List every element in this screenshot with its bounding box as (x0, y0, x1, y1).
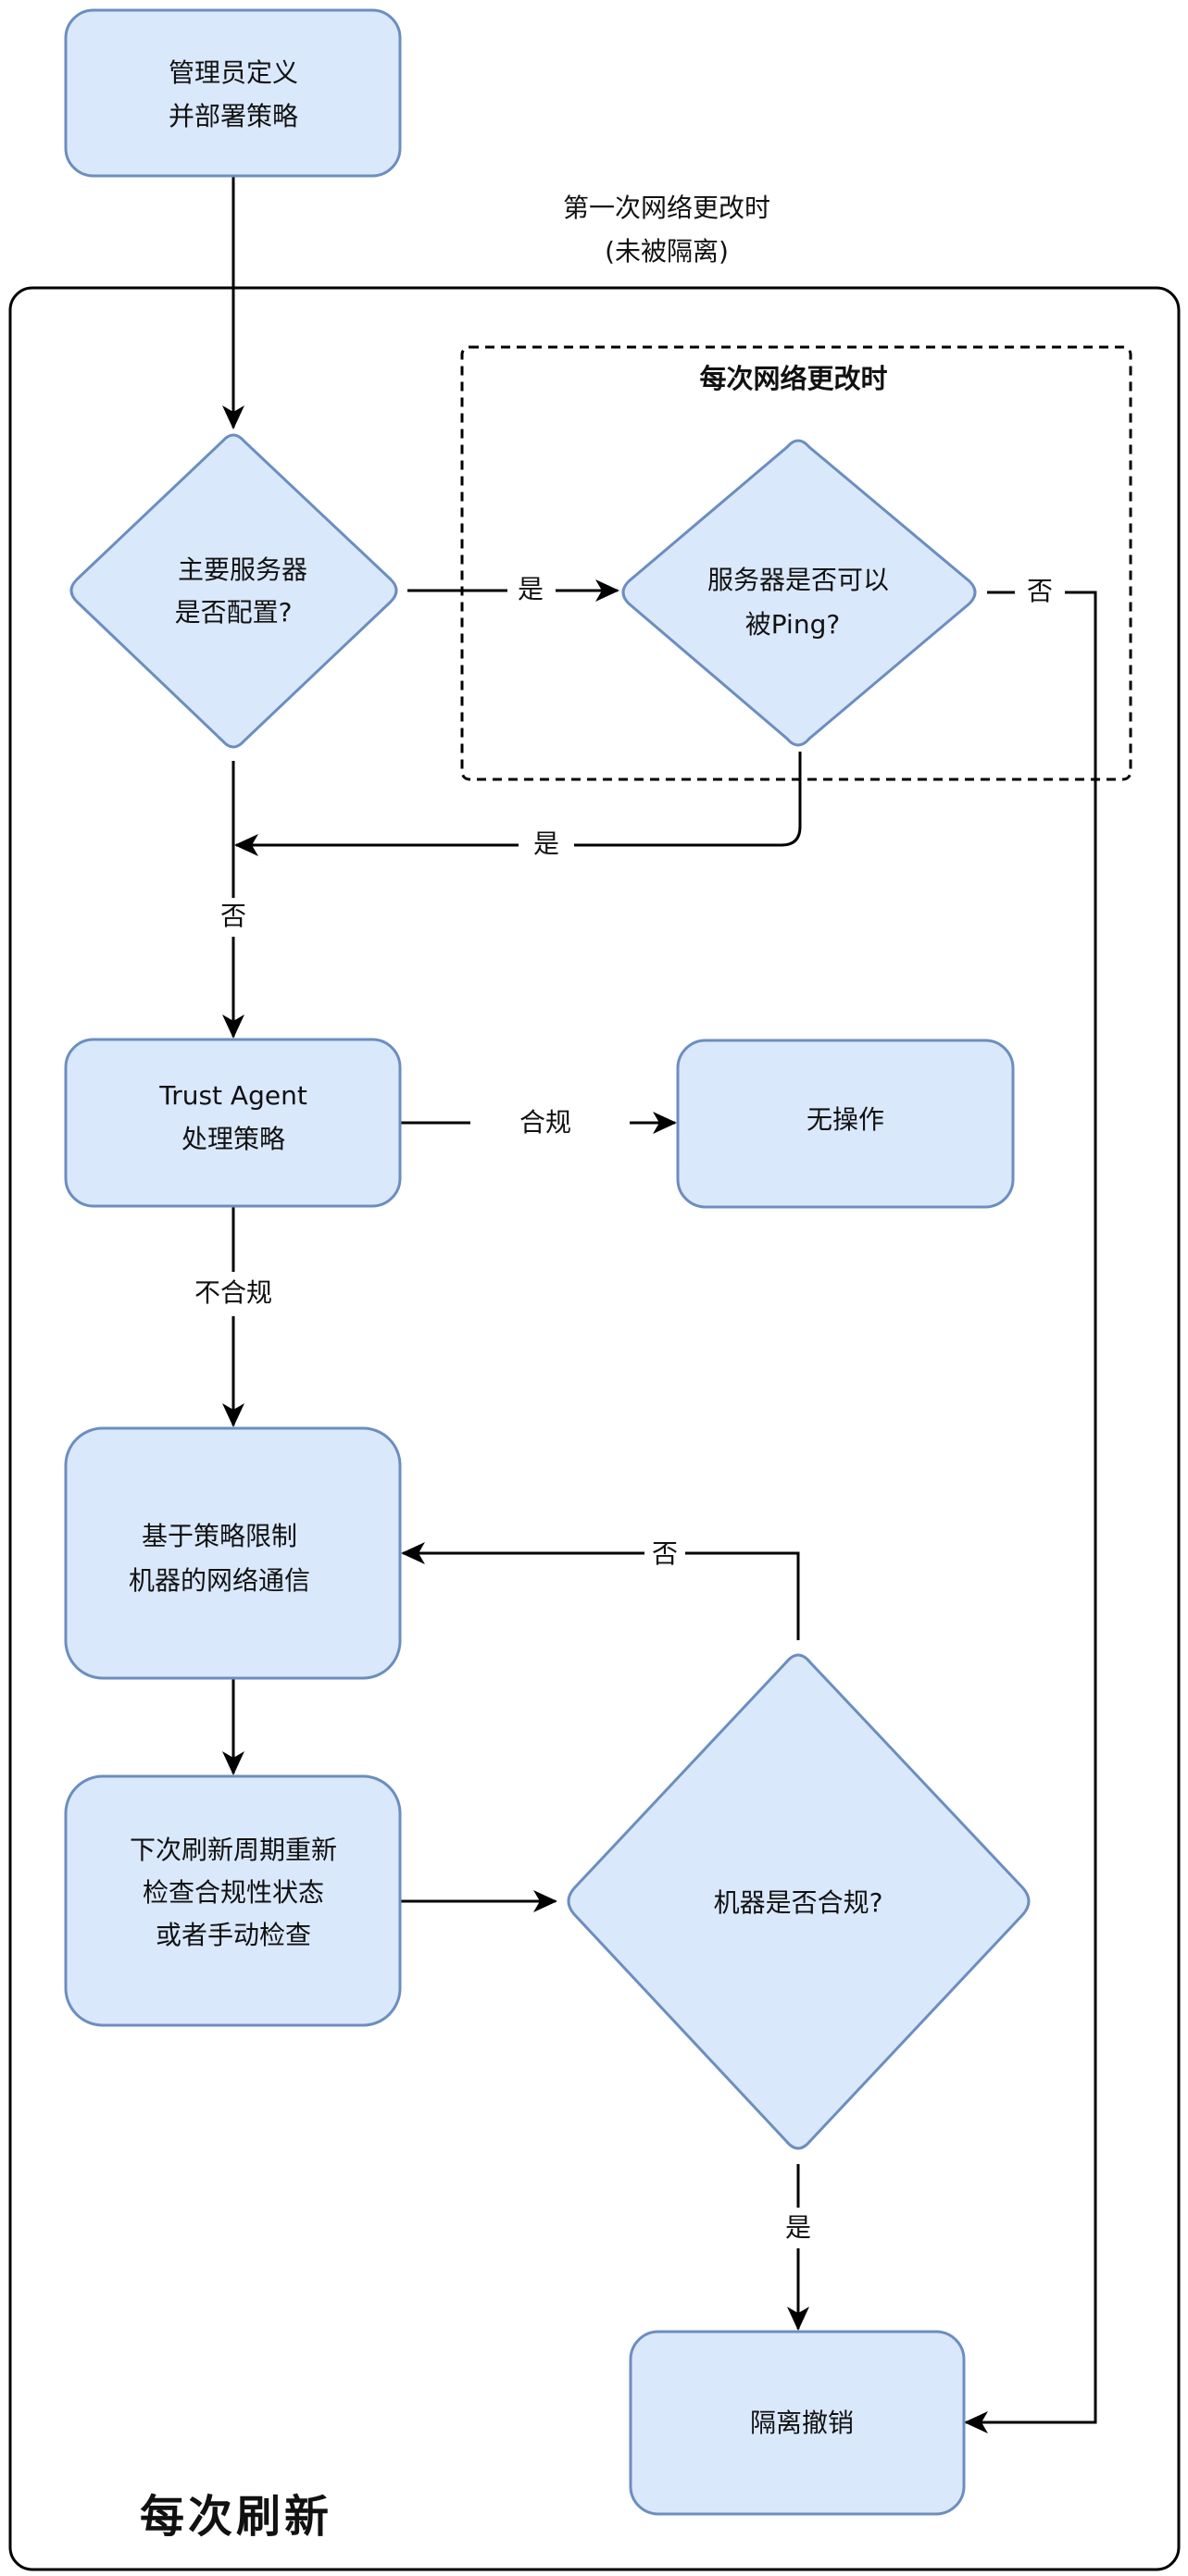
node-server-pingable[interactable]: 服务器是否可以 被Ping? (621, 439, 977, 747)
edge-compliant-no-to-restrict (401, 1542, 800, 1640)
edge-ping-yes-back (234, 752, 802, 856)
edge-label-ping-yes: 是 (533, 828, 559, 859)
edge-label-compliant: 合规 (519, 1107, 571, 1138)
node-quarantine-revoked[interactable]: 隔离撤销 (629, 2330, 966, 2516)
network-change-group-title: 每次网络更改时 (699, 363, 887, 394)
node-recheck-compliance[interactable]: 下次刷新周期重新 检查合规性状态 或者手动检查 (64, 1774, 402, 2027)
edge-label-noncompliant: 不合规 (194, 1277, 272, 1308)
node-recheck-line2: 检查合规性状态 (143, 1877, 324, 1908)
edge-ping-no-to-revoke (964, 591, 1097, 2433)
node-trust-agent-process[interactable]: Trust Agent 处理策略 (64, 1038, 402, 1208)
edge-label-compliant-yes: 是 (785, 2212, 811, 2243)
first-change-label-line2: (未被隔离) (605, 236, 729, 267)
node-recheck-line1: 下次刷新周期重新 (130, 1835, 337, 1865)
node-admin-line2: 并部署策略 (169, 101, 298, 131)
edge-label-primary-no: 否 (220, 901, 246, 931)
node-admin-define-policy[interactable]: 管理员定义 并部署策略 (64, 8, 402, 178)
node-restrict-network[interactable]: 基于策略限制 机器的网络通信 (64, 1426, 402, 1680)
node-primary-server-configured[interactable]: 主要服务器 是否配置? (69, 433, 398, 749)
refresh-container (8, 286, 1181, 2571)
edge-label-compliant-no: 否 (652, 1538, 678, 1569)
node-trust-line2: 处理策略 (181, 1124, 285, 1154)
first-change-label-line1: 第一次网络更改时 (563, 193, 770, 223)
node-machine-compliant[interactable]: 机器是否合规? (567, 1653, 1031, 2150)
node-recheck-line3: 或者手动检查 (156, 1920, 311, 1950)
node-trust-line1: Trust Agent (158, 1080, 307, 1111)
node-ping-line1: 服务器是否可以 (707, 565, 889, 595)
refresh-container-label: 每次刷新 (140, 2491, 332, 2543)
node-no-action[interactable]: 无操作 (676, 1039, 1015, 1209)
node-restrict-line1: 基于策略限制 (142, 1521, 297, 1551)
network-change-group (460, 345, 1132, 781)
node-primary-line2: 是否配置? (175, 597, 293, 628)
edge-label-primary-yes: 是 (518, 574, 544, 604)
node-ping-line2: 被Ping? (745, 609, 840, 640)
node-compliant-line1: 机器是否合规? (714, 1887, 883, 1918)
node-revoke-line1: 隔离撤销 (750, 2408, 854, 2438)
node-restrict-line2: 机器的网络通信 (129, 1565, 310, 1596)
node-primary-line1: 主要服务器 (178, 554, 307, 585)
node-noaction-line1: 无操作 (807, 1104, 884, 1135)
edge-label-ping-no: 否 (1027, 576, 1053, 606)
node-admin-line1: 管理员定义 (169, 57, 298, 88)
